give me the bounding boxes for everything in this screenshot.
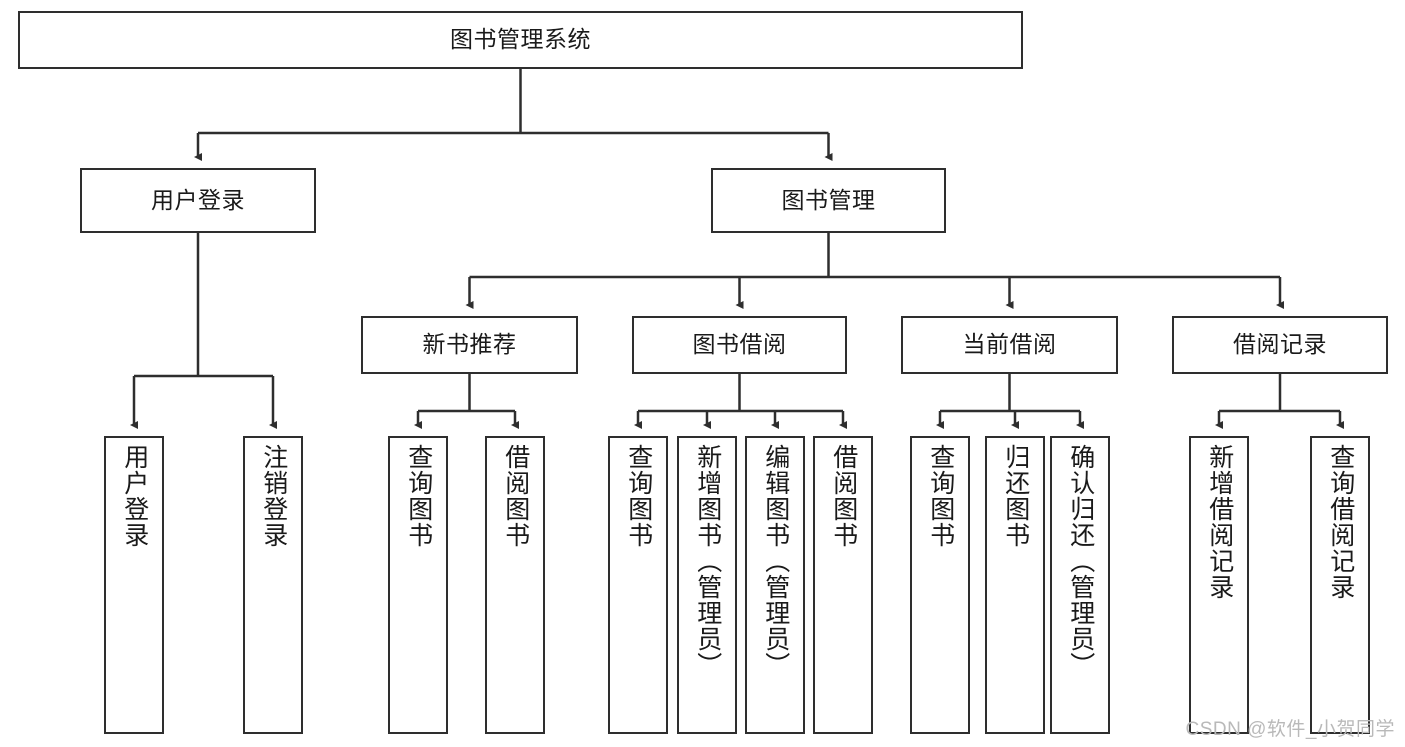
node-leaf-query-book-2-label: 查询图书: [624, 444, 653, 548]
node-new-book-recommend-label: 新书推荐: [422, 331, 517, 358]
node-book-borrow[interactable]: 图书借阅: [632, 316, 847, 374]
node-leaf-borrow-book-1[interactable]: 借阅图书: [485, 436, 545, 734]
node-borrow-record-label: 借阅记录: [1233, 331, 1327, 358]
node-book-manage[interactable]: 图书管理: [711, 168, 946, 233]
node-leaf-borrow-book-1-label: 借阅图书: [501, 444, 530, 548]
node-root[interactable]: 图书管理系统: [18, 11, 1023, 69]
connector-bus: [418, 374, 515, 413]
csdn-watermark: CSDN @软件_小贺同学: [1185, 719, 1395, 740]
connector-bus: [198, 69, 829, 135]
node-leaf-user-login-label: 用户登录: [120, 444, 149, 548]
node-leaf-confirm-return-label: 确认归还（管理员）: [1066, 444, 1095, 678]
node-leaf-user-login[interactable]: 用户登录: [104, 436, 164, 734]
connector-bus: [134, 233, 273, 378]
node-leaf-return-book[interactable]: 归还图书: [985, 436, 1045, 734]
node-leaf-query-borrow-record[interactable]: 查询借阅记录: [1310, 436, 1370, 734]
node-new-book-recommend[interactable]: 新书推荐: [361, 316, 578, 374]
node-leaf-add-book[interactable]: 新增图书（管理员）: [677, 436, 737, 734]
node-leaf-edit-book-label: 编辑图书（管理员）: [761, 444, 790, 678]
node-book-borrow-label: 图书借阅: [692, 331, 787, 358]
node-current-borrow-label: 当前借阅: [962, 331, 1057, 358]
node-leaf-add-borrow-record-label: 新增借阅记录: [1205, 444, 1234, 600]
connector-bus: [1219, 374, 1340, 413]
node-leaf-borrow-book-2-label: 借阅图书: [829, 444, 858, 548]
node-leaf-confirm-return[interactable]: 确认归还（管理员）: [1050, 436, 1110, 734]
node-leaf-query-book-1[interactable]: 查询图书: [388, 436, 448, 734]
node-user-login[interactable]: 用户登录: [80, 168, 316, 233]
node-leaf-query-book-2[interactable]: 查询图书: [608, 436, 668, 734]
node-leaf-borrow-book-2[interactable]: 借阅图书: [813, 436, 873, 734]
node-leaf-query-book-3[interactable]: 查询图书: [910, 436, 970, 734]
node-leaf-return-book-label: 归还图书: [1001, 444, 1030, 548]
connector-bus: [469, 233, 1280, 279]
node-current-borrow[interactable]: 当前借阅: [901, 316, 1118, 374]
node-leaf-logout-label: 注销登录: [259, 444, 288, 548]
node-user-login-label: 用户登录: [151, 186, 245, 213]
node-leaf-query-borrow-record-label: 查询借阅记录: [1326, 444, 1355, 600]
node-leaf-edit-book[interactable]: 编辑图书（管理员）: [745, 436, 805, 734]
node-leaf-add-borrow-record[interactable]: 新增借阅记录: [1189, 436, 1249, 734]
node-leaf-logout[interactable]: 注销登录: [243, 436, 303, 734]
connector-bus: [638, 374, 843, 413]
node-root-label: 图书管理系统: [450, 26, 591, 53]
connector-bus: [940, 374, 1080, 413]
node-borrow-record[interactable]: 借阅记录: [1172, 316, 1388, 374]
node-leaf-query-book-3-label: 查询图书: [926, 444, 955, 548]
node-book-manage-label: 图书管理: [781, 186, 876, 213]
node-leaf-add-book-label: 新增图书（管理员）: [693, 444, 722, 678]
node-leaf-query-book-1-label: 查询图书: [404, 444, 433, 548]
